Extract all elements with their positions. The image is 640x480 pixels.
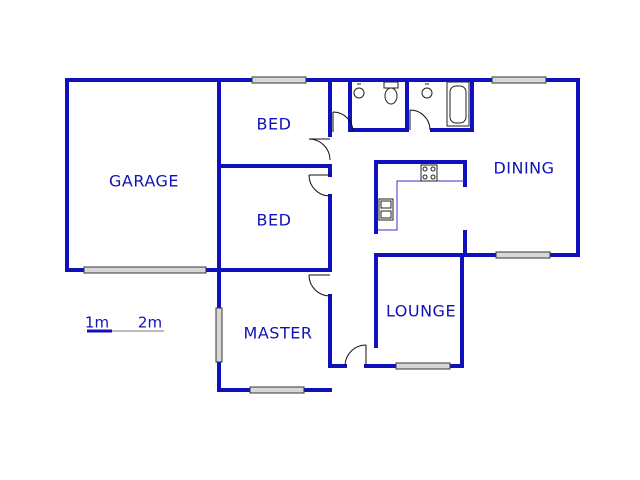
bathtub-icon — [446, 81, 470, 127]
door-master — [308, 274, 331, 297]
room-label-bed-middle: BED — [257, 211, 292, 230]
bathroom-fixtures — [353, 81, 470, 127]
toilet-icon — [383, 81, 399, 105]
scale-label-2m: 2m — [138, 314, 162, 332]
door-entrance — [344, 344, 367, 367]
window-master-bottom — [249, 386, 305, 394]
door-bathroom-left — [332, 111, 354, 133]
room-label-garage: GARAGE — [109, 172, 179, 191]
window-dining-bottom — [495, 251, 551, 259]
window-lounge — [395, 362, 451, 370]
kitchen-fixtures — [378, 164, 465, 231]
room-labels: GARAGE BED BED MASTER DINING LOUNGE — [109, 115, 554, 343]
door-bed-middle — [308, 174, 331, 197]
room-label-master: MASTER — [244, 324, 313, 343]
scale-bar: 1m 2m — [85, 314, 164, 333]
basin-icon — [353, 83, 365, 99]
sink-icon — [378, 198, 394, 221]
window-dining-top — [491, 76, 547, 84]
room-label-dining: DINING — [493, 159, 554, 178]
window-master-side — [215, 307, 223, 363]
window-bed-top — [251, 76, 307, 84]
room-label-bed-top: BED — [257, 115, 292, 134]
walls — [65, 78, 580, 392]
stove-icon — [420, 164, 438, 182]
windows — [83, 76, 551, 394]
door-bathroom-right — [409, 109, 431, 131]
scale-label-1m: 1m — [85, 314, 109, 332]
window-garage — [83, 266, 207, 274]
basin-icon — [421, 83, 433, 99]
door-bed-top — [308, 138, 331, 161]
doors — [308, 109, 431, 367]
room-label-lounge: LOUNGE — [386, 302, 456, 321]
